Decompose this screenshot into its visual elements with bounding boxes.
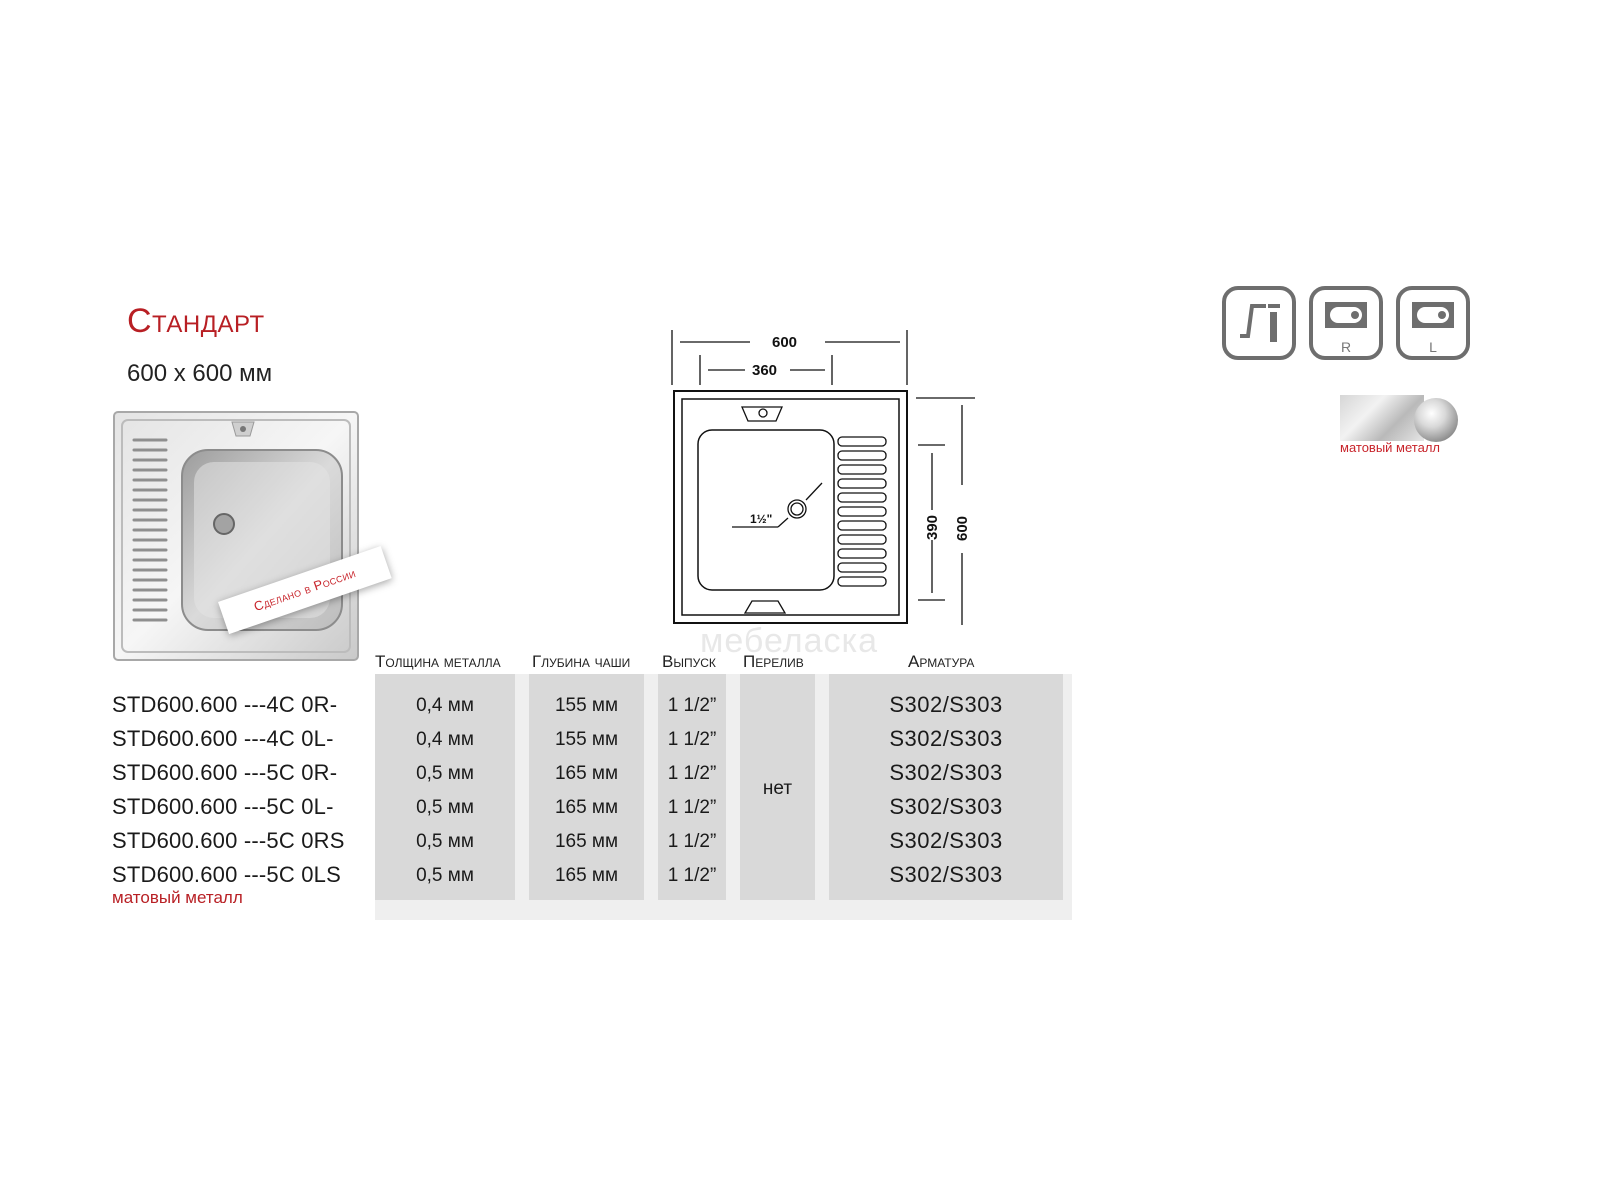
model-code: STD600.600 ---4C 0R- [112, 692, 338, 717]
bowl-right-icon [1325, 302, 1367, 328]
model-code: STD600.600 ---4C 0L- [112, 726, 334, 751]
depth-cell: 165 мм [554, 763, 619, 784]
watermark: мебеласка [700, 622, 879, 660]
finish-note: матовый металл [112, 888, 243, 907]
depth-cell: 165 мм [554, 831, 619, 852]
thickness-cell: 0,5 мм [416, 865, 474, 886]
dim-bowl-width-label: 360 [752, 362, 777, 379]
bowl-left-icon [1412, 302, 1454, 328]
depth-cell: 165 мм [554, 797, 619, 818]
header-depth: Глубина чаши [532, 652, 631, 671]
model-code: STD600.600 ---5C 0L- [112, 794, 334, 819]
depth-cell: 155 мм [554, 695, 619, 716]
fittings-column-bg [829, 674, 1063, 900]
bowl-right-option: R [1309, 286, 1383, 360]
faucet-icon [1240, 304, 1280, 342]
model-code: STD600.600 ---5C 0R- [112, 760, 338, 785]
outlet-cell: 1 1/2” [667, 695, 717, 716]
outlet-column-bg [658, 674, 726, 900]
depth-cell: 165 мм [554, 865, 619, 886]
thickness-cell: 0,5 мм [416, 831, 474, 852]
page-title: Стандарт [127, 302, 265, 340]
fittings-cell: S302/S303 [889, 692, 1003, 717]
dim-bowl-depth-label: 390 [924, 515, 941, 540]
fittings-cell: S302/S303 [889, 760, 1003, 785]
depth-column-bg [529, 674, 644, 900]
finish-swatch-sphere [1414, 398, 1458, 442]
fittings-cell: S302/S303 [889, 862, 1003, 887]
depth-cell: 155 мм [554, 729, 619, 750]
model-code: STD600.600 ---5C 0RS [112, 828, 345, 853]
overflow-column-bg [740, 674, 815, 900]
bowl-left-option: L [1396, 286, 1470, 360]
left-label: L [1429, 339, 1437, 355]
outlet-cell: 1 1/2” [667, 763, 717, 784]
fittings-cell: S302/S303 [889, 726, 1003, 751]
header-thickness: Толщина металла [375, 652, 501, 671]
overflow-cell: нет [762, 778, 793, 799]
thickness-cell: 0,4 мм [416, 729, 474, 750]
finish-swatch-label: матовый металл [1340, 440, 1440, 455]
product-size: 600 х 600 мм [127, 360, 273, 387]
thickness-cell: 0,5 мм [416, 763, 474, 784]
finish-swatch-texture [1340, 395, 1424, 441]
outlet-cell: 1 1/2” [667, 729, 717, 750]
outlet-cell: 1 1/2” [667, 797, 717, 818]
sink-schematic: 600 360 390 600 1½" [671, 330, 975, 625]
thickness-column-bg [375, 674, 515, 900]
outlet-cell: 1 1/2” [667, 865, 717, 886]
dim-width-label: 600 [772, 334, 797, 351]
fittings-cell: S302/S303 [889, 794, 1003, 819]
header-outlet: Выпуск [662, 652, 716, 671]
header-fittings: Арматура [908, 652, 975, 671]
right-label: R [1340, 339, 1352, 355]
model-code: STD600.600 ---5C 0LS [112, 862, 341, 887]
faucet-hole-option [1222, 286, 1296, 360]
thickness-cell: 0,4 мм [416, 695, 474, 716]
outlet-cell: 1 1/2” [667, 831, 717, 852]
thickness-cell: 0,5 мм [416, 797, 474, 818]
dim-depth-label: 600 [954, 516, 971, 541]
drain-size-label: 1½" [750, 512, 772, 526]
header-overflow: Перелив [743, 652, 804, 671]
fittings-cell: S302/S303 [889, 828, 1003, 853]
